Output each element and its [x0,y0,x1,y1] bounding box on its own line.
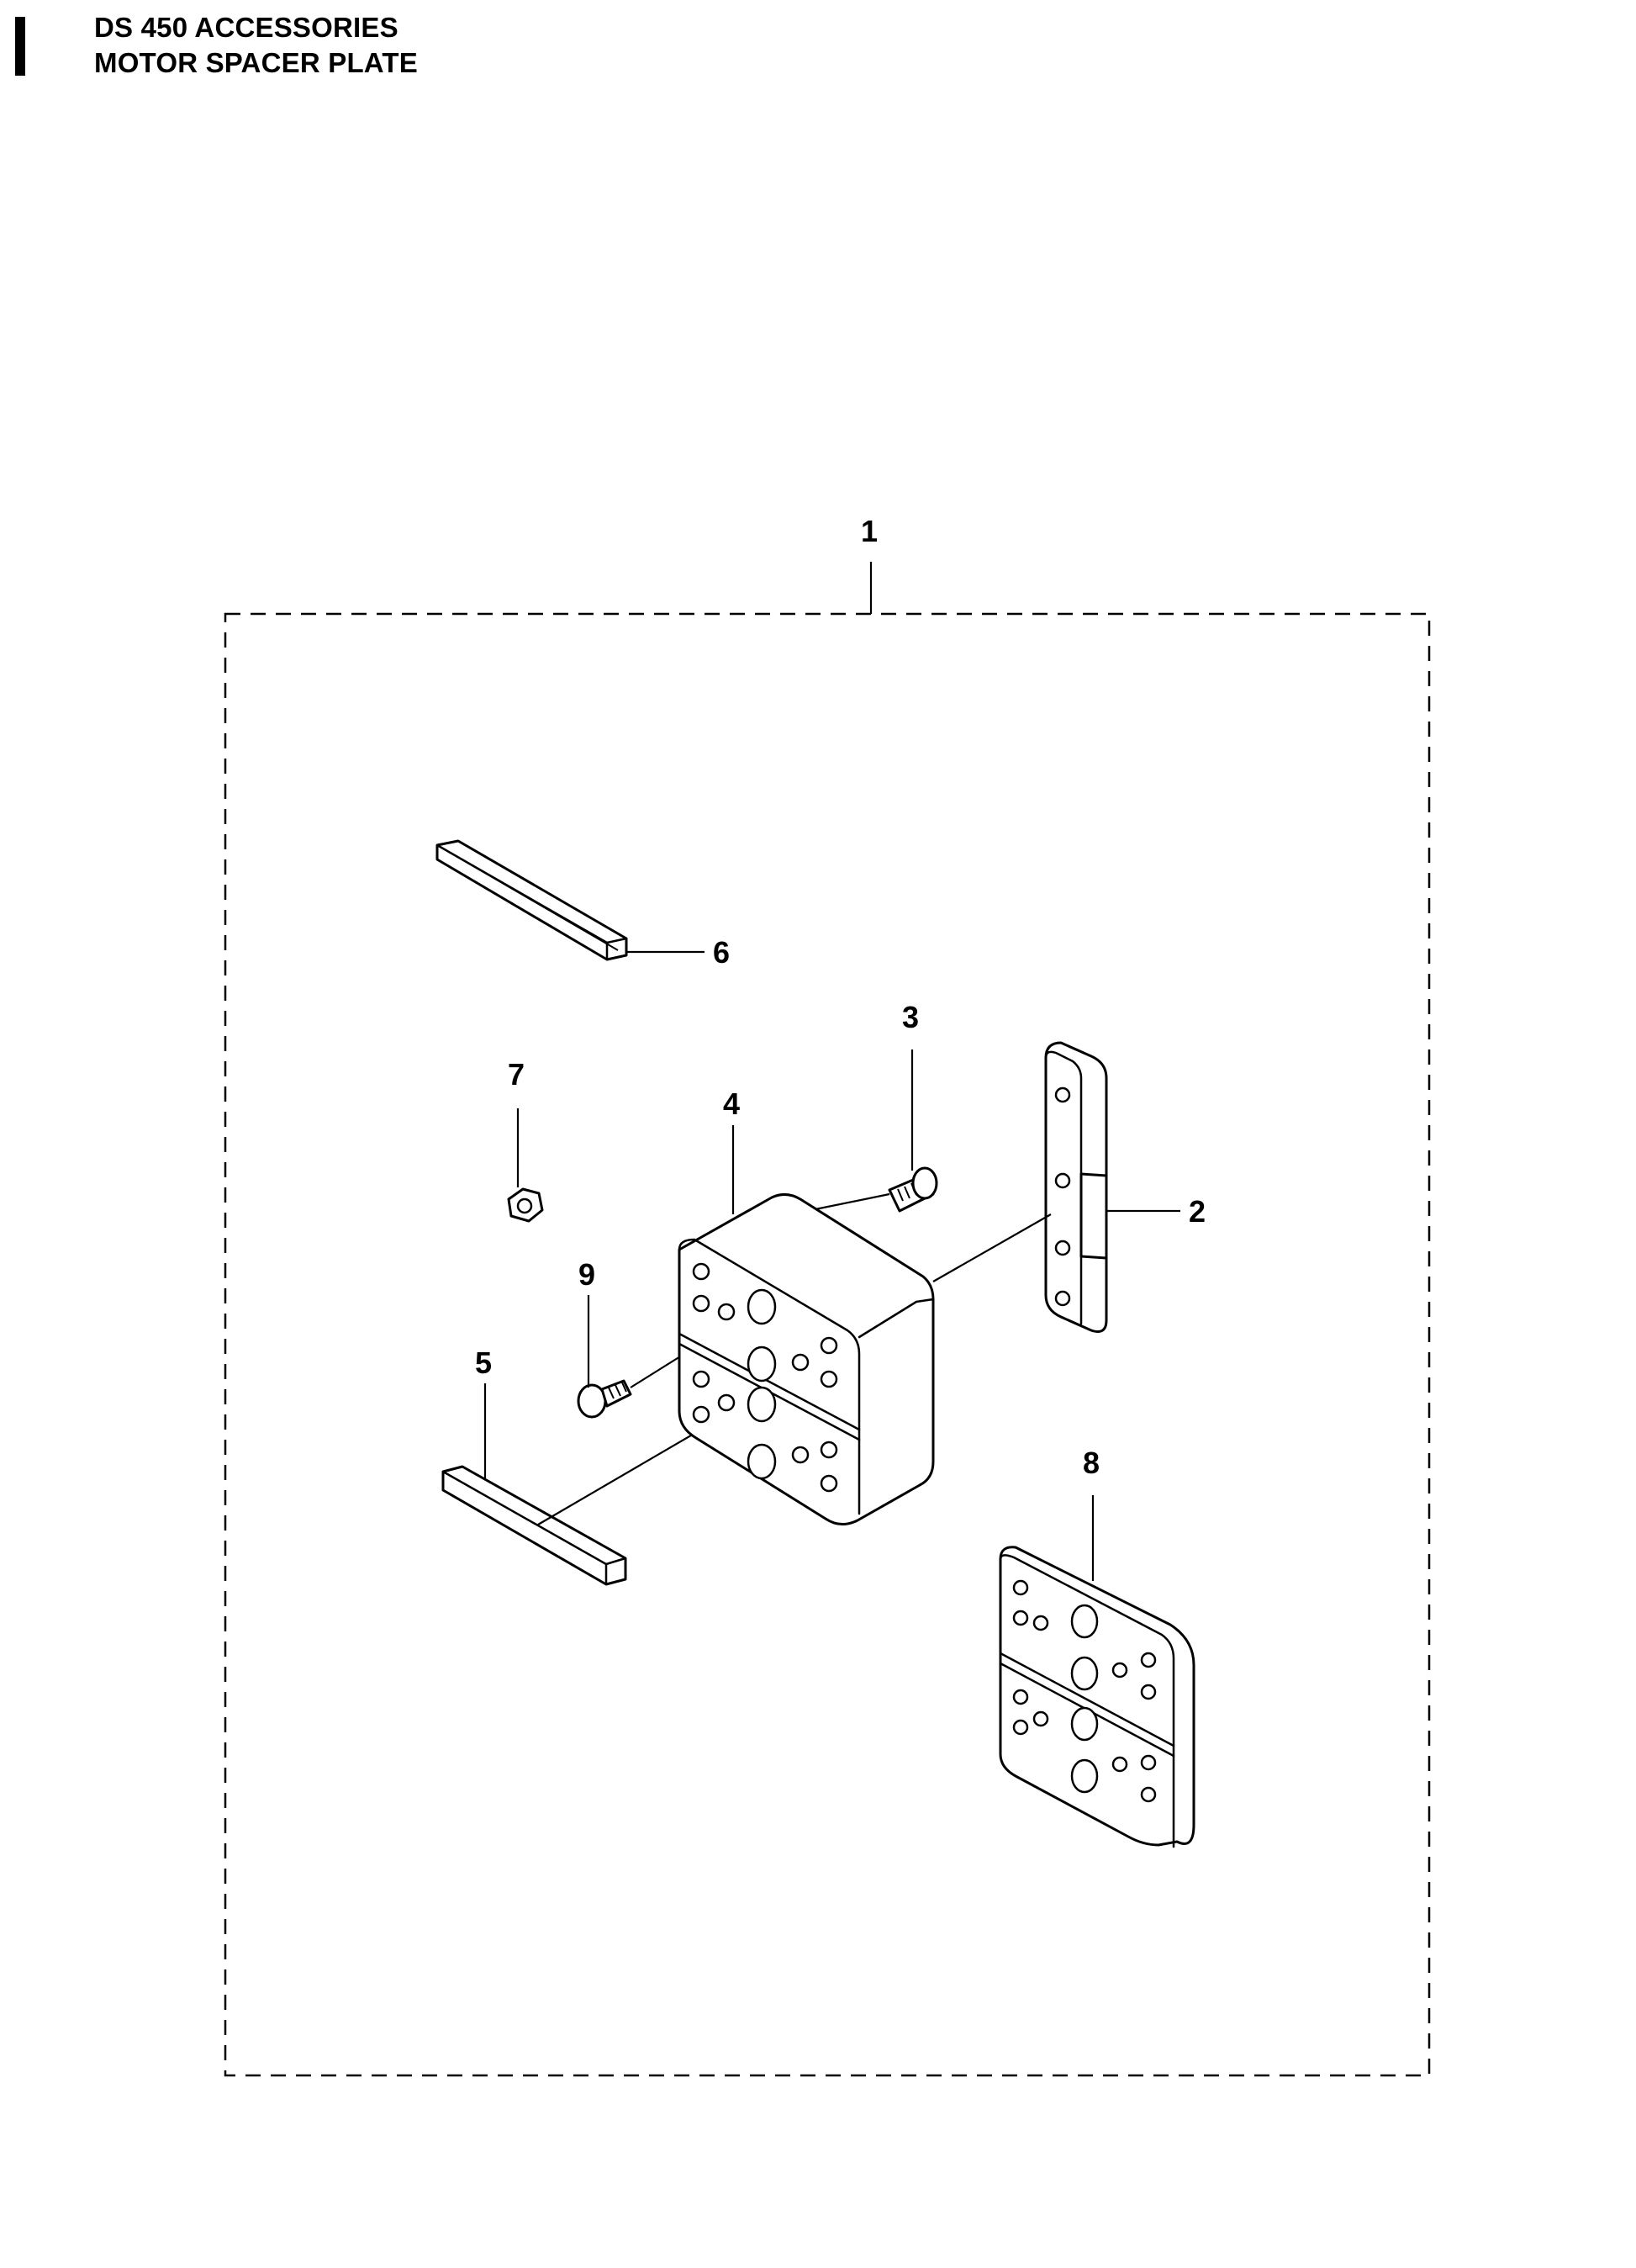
part-3-cap-screw [888,1166,938,1213]
page-header: DS 450 ACCESSORIES MOTOR SPACER PLATE [0,0,1636,101]
callout-8: 8 [1083,1446,1100,1480]
page-subtitle: MOTOR SPACER PLATE [94,47,418,78]
callout-4: 4 [723,1086,740,1121]
callout-2: 2 [1189,1194,1206,1229]
callout-5: 5 [475,1345,492,1380]
callout-7: 7 [508,1057,525,1092]
part-9-cap-screw [577,1379,632,1419]
part-8-spacer-plate [999,1546,1195,1848]
part-2-mounting-rail [1044,1041,1108,1333]
part-6-key-bar [435,839,628,961]
callout-3: 3 [902,1000,919,1034]
callout-6: 6 [713,935,730,970]
part-4-spacer-block [678,1193,935,1525]
part-5-key-bar [441,1465,627,1586]
assembly-line-2 [932,1213,1052,1282]
page-title: DS 450 ACCESSORIES [94,12,398,43]
part-7-hex-nut [507,1187,544,1223]
callout-9: 9 [578,1257,595,1292]
assembly-line-3 [806,1192,890,1213]
callout-1: 1 [861,514,878,548]
section-marker-bar [15,17,25,76]
kit-boundary [224,612,1431,2077]
